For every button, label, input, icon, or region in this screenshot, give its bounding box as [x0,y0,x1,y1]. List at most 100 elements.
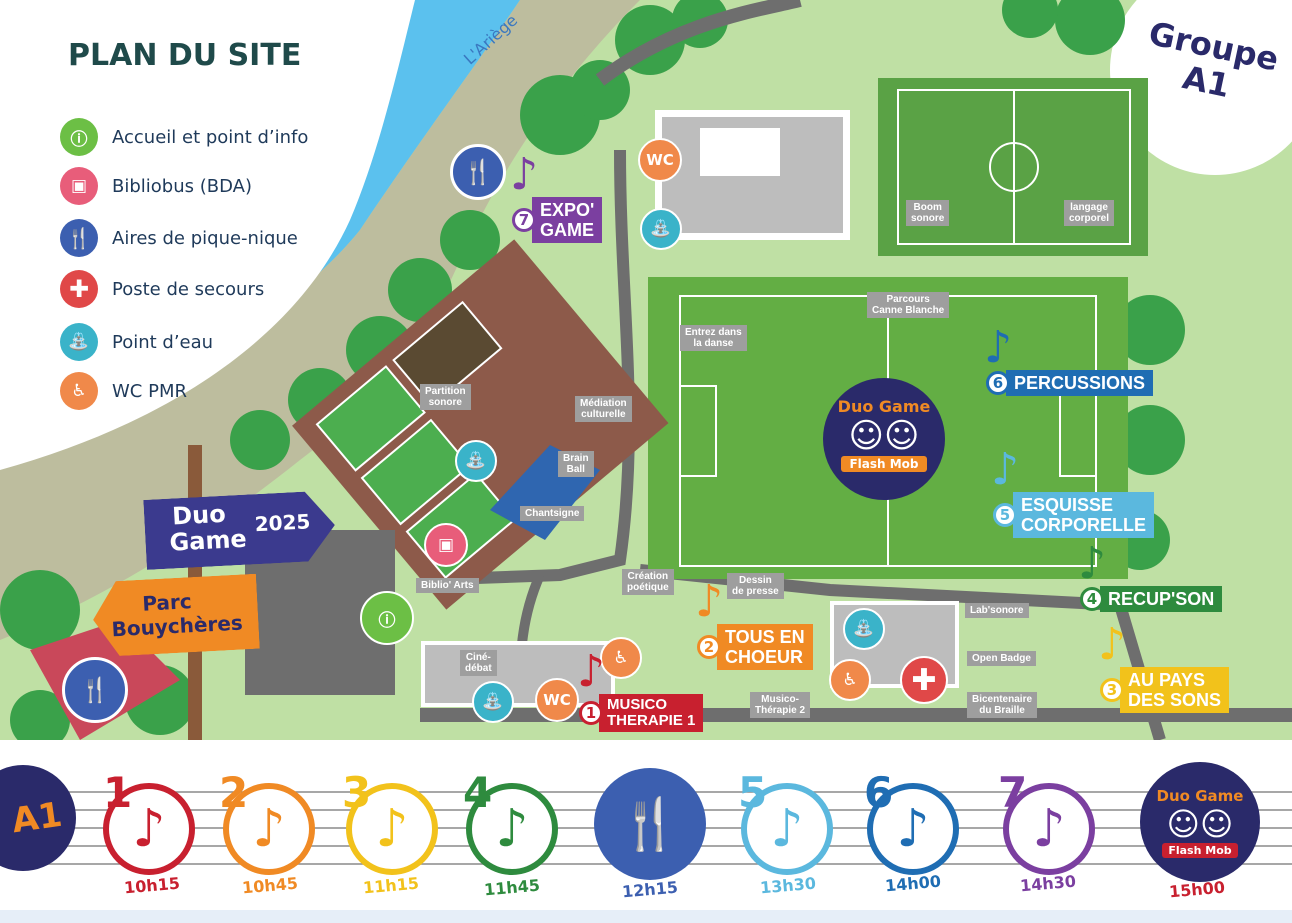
stage-name: RECUP'SON [1100,586,1223,612]
bus-icon: ▣ [424,523,468,567]
stage-name: EXPO' GAME [532,197,603,243]
flash-mob-badge-label: Flash Mob [1162,842,1238,858]
legend-label: Aires de pique-nique [112,227,298,249]
area-label: Création poétique [622,569,674,595]
stage-number: 2 [697,635,721,659]
schedule-stage-7: ♪ [1003,783,1095,875]
area-label: Chantsigne [520,506,585,521]
legend-item-info: ⓘ Accueil et point d’info [60,118,308,156]
stage-5-esquisse-corporelle: ♪ 5 ESQUISSE CORPORELLE [991,448,1155,538]
area-label: langage corporel [1064,200,1115,226]
schedule-stage-1: ♪ [103,783,195,875]
bus-icon: ▣ [60,167,98,205]
area-label: Musico- Thérapie 2 [750,692,811,718]
music-note-icon: ♪ [984,322,1013,373]
area-label: Bicentenaire du Braille [967,692,1038,718]
stage-name: PERCUSSIONS [1006,370,1154,396]
parc-sign-line1: Parc [141,589,193,616]
stage-number: 3 [1100,678,1124,702]
music-note-icon: ♪ [132,799,166,859]
wc-label: WC [646,151,674,169]
music-note-icon: ♪ [495,799,529,859]
stage-name: MUSICO THERAPIE 1 [599,694,704,732]
water-tap-icon: ⛲ [60,323,98,361]
schedule-lunch: 🍴 [594,768,706,880]
legend-item-water: ⛲ Point d’eau [60,323,213,361]
stage-name: TOUS EN CHOEUR [717,624,813,670]
duo-game-sign-line2: Game [168,524,248,557]
music-note-icon: ♪ [1098,619,1127,670]
stage-1-musico-therapie: ♪ 1 MUSICO THERAPIE 1 [577,650,704,732]
schedule-stage-5: ♪ [741,783,833,875]
schedule-number: 1 [103,768,133,817]
stage-7-expo-game: ♪ 7 EXPO' GAME [510,153,603,243]
music-note-icon: ♪ [695,576,724,627]
water-tap-icon: ⛲ [455,440,497,482]
area-label: Ciné- débat [460,650,497,676]
legend-label: Point d’eau [112,331,214,353]
schedule-group-label: A1 [9,794,65,842]
music-note-icon: ♪ [1032,799,1066,859]
schedule-number: 4 [463,768,493,817]
area-label: Partition sonore [420,384,471,410]
stage-2-tous-en-choeur: ♪ 2 TOUS EN CHOEUR [695,580,813,670]
cutlery-icon: 🍴 [618,794,682,853]
stage-number: 5 [993,503,1017,527]
legend-label: Accueil et point d’info [112,126,309,148]
music-note-icon: ♪ [1078,538,1107,589]
stage-4-recup-son: ♪ 4 RECUP'SON [1078,542,1223,612]
legend-item-first-aid: ✚ Poste de secours [60,270,264,308]
stage-number: 4 [1080,587,1104,611]
info-icon: ⓘ [360,591,414,645]
schedule-strip: A1 ♪ 1 10h15 ♪ 2 10h45 ♪ 3 11h15 ♪ 4 11h… [0,740,1292,923]
schedule-number: 7 [998,768,1028,817]
music-note-icon: ♪ [375,799,409,859]
schedule-stage-6: ♪ [867,783,959,875]
first-aid-icon: ✚ [900,656,948,704]
area-label: Médiation culturelle [575,396,632,422]
schedule-stage-2: ♪ [223,783,315,875]
legend-label: WC PMR [112,380,187,402]
stage-number: 1 [579,701,603,725]
page-title: PLAN DU SITE [68,38,302,73]
stage-name: ESQUISSE CORPORELLE [1013,492,1155,538]
flash-mob-badge-title: Duo Game [1156,786,1244,805]
area-label: Dessin de presse [727,573,784,599]
music-note-icon: ♪ [991,444,1020,495]
schedule-number: 2 [219,768,249,817]
water-tap-icon: ⛲ [843,608,885,650]
legend-item-picnic: 🍴 Aires de pique-nique [60,219,298,257]
legend-item-bibliobus: ▣ Bibliobus (BDA) [60,167,252,205]
wheelchair-icon: ♿ [600,637,642,679]
schedule-stage-4: ♪ [466,783,558,875]
schedule-number: 6 [864,768,894,817]
wc-icon: WC [535,678,579,722]
legend-label: Bibliobus (BDA) [112,175,252,197]
stage-3-au-pays-des-sons: ♪ 3 AU PAYS DES SONS [1098,623,1230,713]
flash-mob-badge-label: Flash Mob [841,455,927,472]
parc-sign: Parc Bouychères [91,574,260,658]
music-note-icon: ♪ [770,799,804,859]
picnic-area-icon: 🍴 [62,657,128,723]
dancers-icon: ☺☺ [1166,804,1234,843]
wheelchair-icon: ♿ [60,372,98,410]
stage-number: 6 [986,371,1010,395]
cutlery-icon: 🍴 [60,219,98,257]
stage-number: 7 [512,208,536,232]
stage-6-percussions: ♪ 6 PERCUSSIONS [984,326,1154,396]
info-icon: ⓘ [60,118,98,156]
music-note-icon: ♪ [577,646,606,697]
water-tap-icon: ⛲ [472,681,514,723]
legend-label: Poste de secours [112,278,265,300]
water-tap-icon: ⛲ [640,208,682,250]
schedule-stage-3: ♪ [346,783,438,875]
area-label: Parcours Canne Blanche [867,292,950,318]
duo-game-sign-year: 2025 [254,509,311,537]
stage-name: AU PAYS DES SONS [1120,667,1230,713]
music-note-icon: ♪ [252,799,286,859]
wc-label: WC [543,691,571,709]
legend-item-wc-pmr: ♿ WC PMR [60,372,187,410]
flash-mob-badge: Duo Game ☺☺ Flash Mob [823,378,945,500]
dancers-icon: ☺☺ [848,415,920,456]
area-label: Brain Ball [558,451,594,477]
